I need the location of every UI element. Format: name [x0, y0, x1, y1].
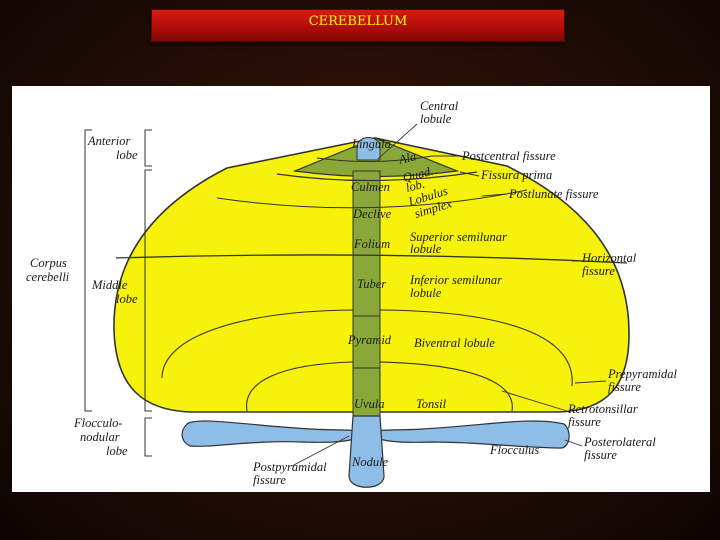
label-flocculo-2: nodular [80, 430, 120, 444]
leader-prepyramidal [574, 380, 607, 384]
leader-posterolateral [564, 439, 583, 447]
leader-retrotonsillar [501, 390, 568, 412]
flocculonodular-bracket [144, 417, 152, 457]
label-postcentral-fissure: Postcentral fissure [461, 149, 556, 163]
label-lob: lob. [404, 177, 426, 195]
leader-lines [291, 123, 607, 467]
fissura-prima-line [276, 171, 478, 182]
label-prepyramidal: Prepyramidal [607, 367, 677, 381]
label-retrotonsillar: Retrotonsillar [567, 402, 638, 416]
label-corpus-2: cerebelli [26, 270, 70, 284]
horizontal-fissure-line [115, 254, 628, 264]
label-prepyramidal-2: fissure [608, 380, 641, 394]
leader-central-lobule [377, 123, 418, 160]
label-inferior-semilunar-2: lobule [410, 286, 442, 300]
middle-lobe-bracket [144, 169, 152, 412]
label-tuber: Tuber [357, 277, 386, 291]
label-anterior-lobe-2: lobe [116, 148, 138, 162]
vermis-strip [352, 170, 381, 317]
vermis-strip-lower [352, 315, 381, 417]
label-inferior-semilunar: Inferior semilunar [409, 273, 502, 287]
label-posterolateral-2: fissure [584, 448, 617, 462]
postlunate-fissure-line [216, 189, 528, 209]
label-corpus: Corpus [30, 256, 67, 270]
label-anterior-lobe: Anterior [87, 134, 130, 148]
label-culmen: Culmen [351, 180, 390, 194]
label-middle-lobe-2: lobe [116, 292, 138, 306]
slide-title: CEREBELLUM [308, 14, 408, 29]
title-bar: CEREBELLUM [151, 9, 565, 42]
postcentral-fissure-line [316, 155, 433, 163]
label-postpyramidal: Postpyramidal [252, 460, 327, 474]
tonsil-outline [246, 361, 513, 412]
label-nodule: Nodule [351, 455, 389, 469]
label-flocculo-3: lobe [106, 444, 128, 458]
label-posterolateral: Posterolateral [583, 435, 656, 449]
label-postpyramidal-2: fissure [253, 473, 286, 487]
label-superior-semilunar-2: lobule [410, 242, 442, 256]
label-postlunate-fissure: Postlunate fissure [508, 187, 599, 201]
diagram-panel: Anterior lobe Corpus cerebelli Middle lo… [12, 86, 710, 492]
label-horizontal-fissure-2: fissure [582, 264, 615, 278]
label-retrotonsillar-2: fissure [568, 415, 601, 429]
lingula-region [356, 137, 381, 161]
label-folium: Folium [353, 237, 390, 251]
label-superior-semilunar: Superior semilunar [410, 230, 507, 244]
label-central-lobule-2: lobule [420, 112, 452, 126]
nodule-region [348, 415, 385, 488]
label-central-lobule: Central [420, 99, 459, 113]
corpus-bracket [84, 129, 92, 412]
cerebellum-diagram: Anterior lobe Corpus cerebelli Middle lo… [26, 99, 677, 488]
label-uvula: Uvula [354, 397, 385, 411]
prepyramidal-fissure-line [161, 309, 573, 387]
label-biventral: Biventral lobule [414, 336, 495, 350]
label-tonsil: Tonsil [416, 397, 447, 411]
leader-postlunate [481, 193, 508, 197]
flocculus-left [181, 420, 363, 447]
label-flocculo: Flocculo- [73, 416, 123, 430]
label-pyramid: Pyramid [347, 333, 392, 347]
label-middle-lobe: Middle [91, 278, 128, 292]
label-lingula: Lingula [351, 137, 391, 151]
label-ala: Ala [396, 149, 417, 167]
label-flocculus: Flocculus [489, 443, 539, 457]
label-horizontal-fissure: Horizontal [581, 251, 637, 265]
anterior-lobe-bracket [144, 129, 152, 167]
label-declive: Declive [352, 207, 392, 221]
label-fissura-prima: Fissura prima [480, 168, 552, 182]
leader-postpyramidal [291, 435, 350, 467]
leader-fissura-prima [459, 171, 480, 177]
flocculus-right [370, 420, 570, 449]
